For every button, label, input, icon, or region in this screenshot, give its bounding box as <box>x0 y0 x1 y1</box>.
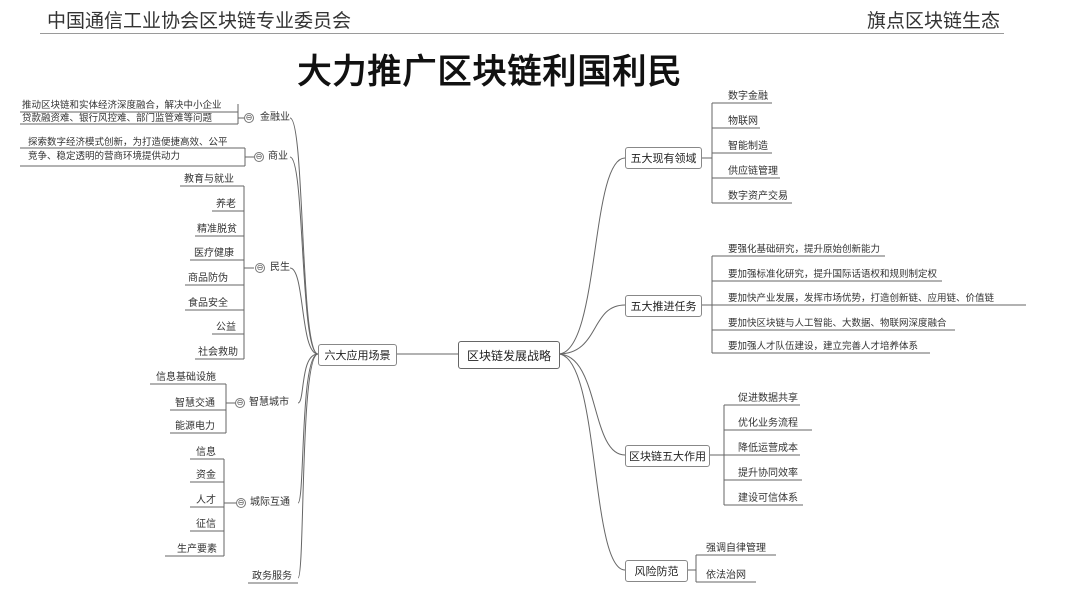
header-left-text: 中国通信工业协会区块链专业委员会 <box>47 10 352 32</box>
connector-center-r2 <box>557 304 626 355</box>
leaf-r2-3: 要加快产业发展，发挥市场优势，打造创新链、应用链、价值链 <box>728 293 995 304</box>
leaf-minsheng-7: 公益 <box>216 322 236 333</box>
connector-r1 <box>700 102 792 204</box>
leaf-minsheng-8: 社会救助 <box>198 347 238 358</box>
center-node: 区块链发展战略 <box>458 341 560 369</box>
leaf-zhihui-1: 信息基础设施 <box>156 372 216 383</box>
connector-r3 <box>708 404 812 506</box>
leaf-chengji-5: 生产要素 <box>177 544 217 555</box>
right-branch-node-4: 风险防范 <box>625 560 688 582</box>
leaf-r2-2: 要加强标准化研究，提升国际话语权和规则制定权 <box>728 269 938 280</box>
right-branch-node-3: 区块链五大作用 <box>625 445 710 467</box>
leaf-r4-1: 强调自律管理 <box>706 543 766 554</box>
leaf-chengji-3: 人才 <box>196 495 216 506</box>
leaf-r2-5: 要加强人才队伍建设，建立完善人才培养体系 <box>728 341 919 352</box>
right-branch-node-1: 五大现有领域 <box>625 147 702 169</box>
collapse-toggle-icon[interactable]: ⊖ <box>254 152 264 162</box>
connector-center-r4 <box>557 353 626 571</box>
page-title: 大力推广区块链利国利民 <box>297 52 683 92</box>
group-label-zhihui: 智慧城市 <box>249 397 289 408</box>
collapse-toggle-icon[interactable]: ⊖ <box>244 113 254 123</box>
leaf-r3-5: 建设可信体系 <box>738 493 798 504</box>
connector-left-g6 <box>297 353 319 579</box>
leaf-minsheng-1: 教育与就业 <box>184 174 234 185</box>
group-label-chengji: 城际互通 <box>250 497 290 508</box>
collapse-toggle-icon[interactable]: ⊖ <box>236 498 246 508</box>
leaf-zhihui-3: 能源电力 <box>175 421 215 432</box>
group-label-minsheng: 民生 <box>270 262 290 273</box>
right-branch-node-2: 五大推进任务 <box>625 295 702 317</box>
leaf-chengji-2: 资金 <box>196 470 216 481</box>
collapse-toggle-icon[interactable]: ⊖ <box>235 398 245 408</box>
leaf-r2-4: 要加快区块链与人工智能、大数据、物联网深度融合 <box>728 318 947 329</box>
group-label-zhengwu: 政务服务 <box>252 571 292 582</box>
connector-r4 <box>686 554 776 583</box>
connector-r2 <box>700 255 1026 354</box>
connector-center-r3 <box>557 353 626 456</box>
connector-left-g1 <box>289 117 319 355</box>
leaf-r3-4: 提升协同效率 <box>738 468 798 479</box>
leaf-r1-2: 物联网 <box>728 116 758 127</box>
leaf-r4-2: 依法治网 <box>706 570 746 581</box>
leaf-chengji-4: 征信 <box>196 519 216 530</box>
connector-left-g2 <box>289 156 319 355</box>
connector-left-g4 <box>297 353 319 404</box>
collapse-toggle-icon[interactable]: ⊖ <box>255 263 265 273</box>
leaf-minsheng-6: 食品安全 <box>188 298 228 309</box>
leaf-r2-1: 要强化基础研究，提升原始创新能力 <box>728 244 881 255</box>
leaf-r3-3: 降低运营成本 <box>738 443 798 454</box>
header-right-text: 旗点区块链生态 <box>866 10 1000 32</box>
leaf-r3-2: 优化业务流程 <box>738 418 798 429</box>
connector-left-g3 <box>289 267 319 355</box>
header-divider <box>40 33 1004 34</box>
leaf-r3-1: 促进数据共享 <box>738 393 798 404</box>
leaf-minsheng-5: 商品防伪 <box>188 273 228 284</box>
leaf-minsheng-3: 精准脱贫 <box>197 224 237 235</box>
leaf-shangye-1: 探索数字经济模式创新，为打造便捷高效、公平 <box>28 137 228 148</box>
connector-cj <box>165 458 236 557</box>
leaf-minsheng-2: 养老 <box>216 199 236 210</box>
leaf-r1-4: 供应链管理 <box>728 166 778 177</box>
group-label-jinrong: 金融业 <box>260 112 290 123</box>
connector-ms-leaves <box>180 185 244 360</box>
leaf-minsheng-4: 医疗健康 <box>194 248 234 259</box>
connector-left-g5 <box>297 353 319 504</box>
leaf-r1-3: 智能制造 <box>728 141 768 152</box>
leaf-chengji-1: 信息 <box>196 447 216 458</box>
leaf-jinrong-2: 贷款融资难、银行风控难、部门监管难等问题 <box>22 113 213 124</box>
connector-center-r1 <box>557 157 626 355</box>
leaf-r1-5: 数字资产交易 <box>728 191 788 202</box>
left-branch-node: 六大应用场景 <box>318 344 397 366</box>
group-label-shangye: 商业 <box>268 151 288 162</box>
leaf-zhihui-2: 智慧交通 <box>175 398 215 409</box>
leaf-r1-1: 数字金融 <box>728 91 768 102</box>
connector-zh <box>150 383 236 434</box>
connector-ms <box>243 186 254 359</box>
connector-sy <box>20 147 254 167</box>
leaf-jinrong-1: 推动区块链和实体经济深度融合，解决中小企业 <box>22 100 222 111</box>
leaf-shangye-2: 竞争、稳定透明的营商环境提供动力 <box>28 151 181 162</box>
